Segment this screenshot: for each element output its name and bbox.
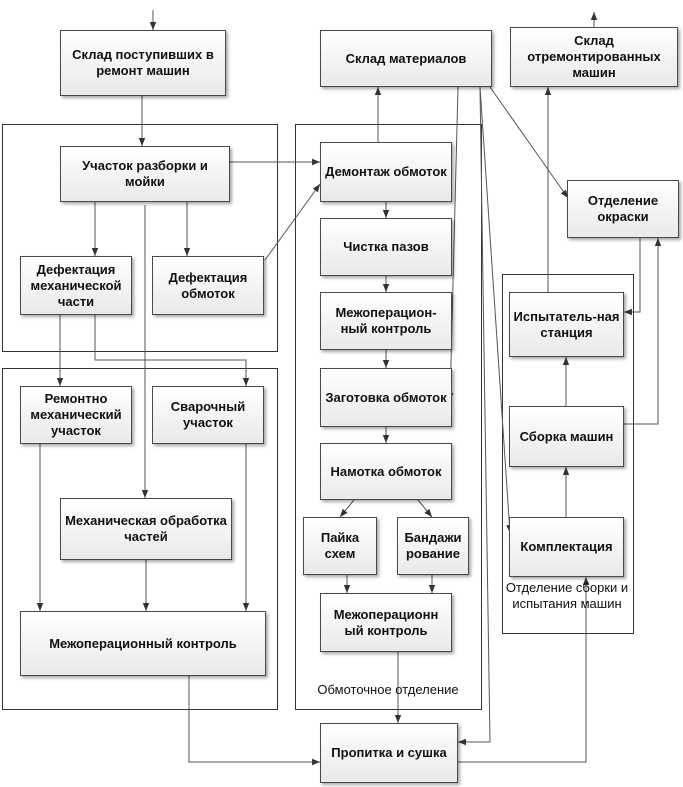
node-kitting: Комплектация [509, 517, 624, 577]
node-disassembly-washing: Участок разборки и мойки [60, 146, 230, 202]
group-winding-frame [295, 124, 482, 710]
arrow-materials-to-impregnation [458, 86, 491, 746]
node-test-station: Испытатель-ная станция [509, 292, 624, 357]
node-repair-mech: Ремонтно механический участок [20, 386, 132, 444]
arrow-mechdefect-to-welding [94, 315, 250, 386]
node-interop-control-main: Межоперационный контроль [20, 611, 266, 676]
node-incoming-warehouse: Склад поступивших в ремонт машин [60, 30, 226, 96]
node-circuit-soldering: Пайка схем [303, 517, 377, 575]
node-interop-control-2: Межоперационн ый контроль [320, 593, 452, 652]
arrow-painting-to-teststation [624, 238, 641, 316]
node-painting: Отделение окраски [567, 180, 679, 238]
node-winding-dismantle: Демонтаж обмоток [320, 142, 452, 202]
group-repair-frame [2, 368, 278, 710]
arrow-control-to-impregnation [188, 676, 320, 766]
node-mech-machining: Механическая обработка частей [60, 498, 232, 560]
node-winding-blank: Заготовка обмоток [320, 368, 452, 427]
group-disassembly-frame [2, 124, 278, 352]
arrow-materials-to-kitting [479, 86, 513, 534]
node-welding: Сварочный участок [152, 386, 264, 444]
arrow-impregnation-to-kitting [458, 577, 590, 763]
arrow-coil-to-banding [417, 499, 433, 518]
group-assembly-frame [502, 274, 634, 634]
node-interop-control-1: Межоперацион-ный контроль [320, 292, 452, 350]
node-machine-assembly: Сборка машин [509, 406, 624, 467]
arrow-coil-to-soldering [339, 499, 355, 518]
node-repaired-warehouse: Склад отремонтированных машин [510, 27, 678, 87]
arrow-assembly-to-painting [622, 238, 662, 425]
node-slot-cleaning: Чистка пазов [320, 218, 452, 276]
arrow-materials-to-painting [489, 86, 569, 199]
node-winding-defect: Дефектация обмоток [152, 256, 264, 315]
node-winding-coil: Намотка обмоток [320, 443, 452, 500]
label-assembly-department: Отделение сборки и испытания машин [505, 580, 629, 611]
node-banding: Бандажи рование [397, 517, 469, 575]
node-mech-defect: Дефектация механической части [20, 256, 132, 315]
node-impregnation-drying: Пропитка и сушка [320, 723, 458, 783]
node-materials-warehouse: Склад материалов [320, 30, 492, 87]
label-winding-department: Обмоточное отделение [317, 682, 459, 697]
arrow-windingdefect-to-dismantle [264, 183, 321, 261]
